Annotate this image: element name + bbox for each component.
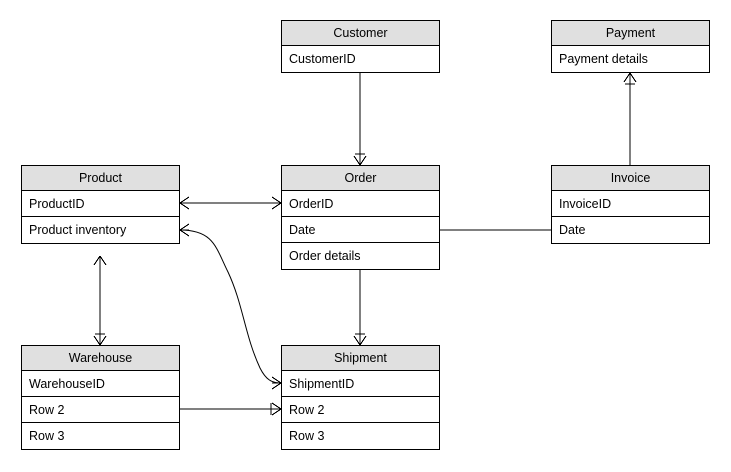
relationship-warehouse-shipment — [180, 402, 282, 416]
entity-invoice-title: Invoice — [552, 166, 709, 191]
attribute-row[interactable]: Date — [282, 217, 439, 243]
crow-foot-marker — [271, 196, 282, 210]
attribute-row[interactable]: ShipmentID — [282, 371, 439, 397]
crow-foot-marker — [93, 333, 107, 346]
entity-customer-attributes: CustomerID — [282, 46, 439, 72]
entity-warehouse-title: Warehouse — [22, 346, 179, 371]
entity-product-attributes: ProductID Product inventory — [22, 191, 179, 243]
attribute-row[interactable]: ProductID — [22, 191, 179, 217]
relationship-order-shipment — [353, 268, 367, 346]
relationship-product-warehouse — [93, 255, 107, 346]
relationship-payment-invoice — [623, 72, 637, 165]
attribute-row[interactable]: InvoiceID — [552, 191, 709, 217]
crow-foot-marker — [270, 402, 282, 416]
entity-invoice-attributes: InvoiceID Date — [552, 191, 709, 243]
attribute-row[interactable]: CustomerID — [289, 52, 356, 66]
entity-order-title: Order — [282, 166, 439, 191]
attribute-row[interactable]: OrderID — [282, 191, 439, 217]
entity-payment-title: Payment — [552, 21, 709, 46]
crow-foot-marker — [623, 72, 637, 85]
crow-foot-marker — [179, 223, 190, 237]
attribute-row[interactable]: Product inventory — [29, 223, 127, 237]
relationship-product-order — [179, 196, 282, 210]
attribute-row[interactable]: Row 3 — [29, 429, 65, 443]
attribute-row[interactable]: Payment details — [559, 52, 648, 66]
crow-foot-marker — [93, 255, 107, 266]
entity-shipment-title: Shipment — [282, 346, 439, 371]
relationship-customer-order — [353, 73, 367, 166]
attribute-row[interactable]: Row 2 — [22, 397, 179, 423]
crow-foot-marker — [353, 153, 367, 166]
entity-customer-title: Customer — [282, 21, 439, 46]
entity-product-title: Product — [22, 166, 179, 191]
attribute-row[interactable]: Date — [559, 223, 586, 237]
attribute-row[interactable]: WarehouseID — [22, 371, 179, 397]
attribute-row[interactable]: Row 3 — [289, 429, 325, 443]
crow-foot-marker — [271, 376, 282, 390]
attribute-row[interactable]: Order details — [289, 249, 361, 263]
attribute-row[interactable]: Row 2 — [282, 397, 439, 423]
relationship-product-shipment — [179, 223, 282, 390]
entity-payment-attributes: Payment details — [552, 46, 709, 72]
crow-foot-marker — [179, 196, 190, 210]
crow-foot-marker — [353, 333, 367, 346]
